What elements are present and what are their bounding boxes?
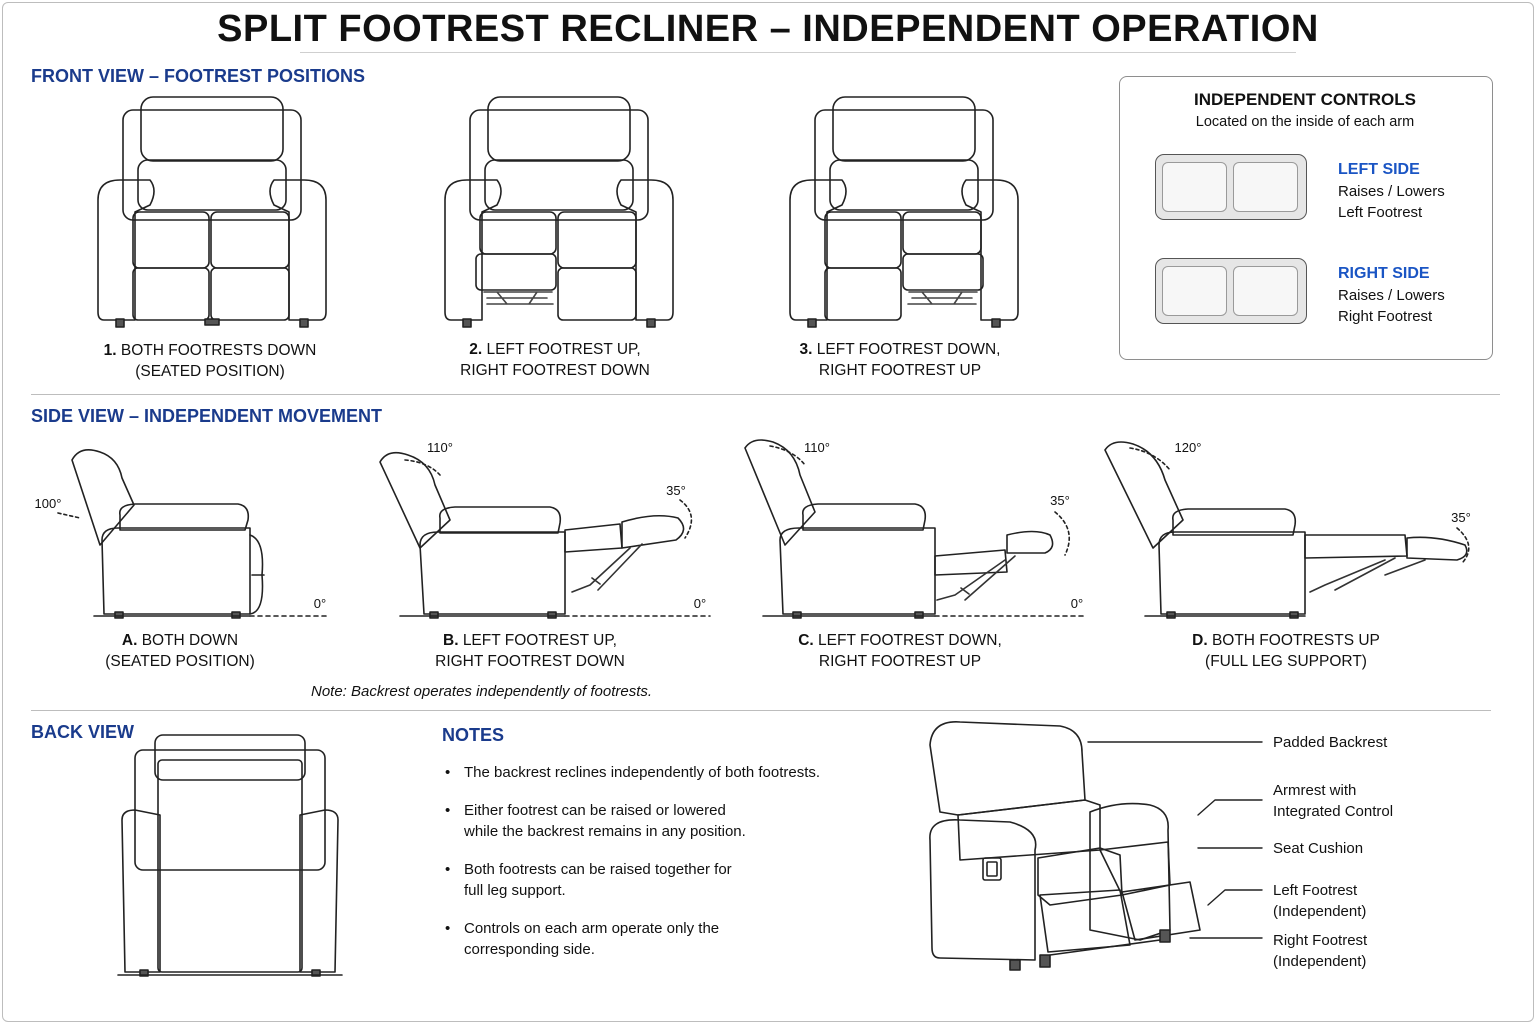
side-caption-a: A. BOTH DOWN(SEATED POSITION) <box>105 632 255 670</box>
side-chair-left-up <box>379 451 711 619</box>
right-footrest-button-inactive[interactable] <box>1233 162 1298 212</box>
side-caption-c: C. LEFT FOOTREST DOWN,RIGHT FOOTREST UP <box>798 632 1002 670</box>
side-chair-both-up <box>1104 441 1470 619</box>
section-title-notes: NOTES <box>442 725 505 745</box>
side-caption-b: B. LEFT FOOTREST UP,RIGHT FOOTREST DOWN <box>435 632 625 670</box>
angle-d-foot: 35° <box>1451 510 1471 525</box>
back-view-chair <box>117 734 343 977</box>
front-chair-left-up <box>444 96 674 328</box>
front-caption-1: 1. BOTH FOOTRESTS DOWN(SEATED POSITION) <box>103 342 317 380</box>
angle-d-back: 120° <box>1174 440 1202 455</box>
left-side-title: LEFT SIDE <box>1338 161 1420 178</box>
angle-c-floor: 0° <box>1070 596 1084 611</box>
note-item: The backrest reclines independently of b… <box>442 762 862 783</box>
page-title: SPLIT FOOTREST RECLINER – INDEPENDENT OP… <box>217 8 1319 50</box>
left-footrest-button-inactive[interactable] <box>1162 266 1227 316</box>
side-caption-d: D. BOTH FOOTRESTS UP(FULL LEG SUPPORT) <box>1192 632 1380 670</box>
perspective-chair <box>929 721 1201 971</box>
notes-list: The backrest reclines independently of b… <box>442 762 862 977</box>
callout-padded-backrest: Padded Backrest <box>1273 734 1388 751</box>
divider-side-back <box>31 710 1491 711</box>
controls-subtitle: Located on the inside of each arm <box>1195 114 1415 130</box>
front-caption-3: 3. LEFT FOOTREST DOWN,RIGHT FOOTREST UP <box>799 341 1001 379</box>
side-chair-both-down <box>57 449 331 619</box>
angle-c-foot: 35° <box>1050 493 1070 508</box>
front-chair-right-up <box>789 96 1019 328</box>
controls-box <box>1119 76 1493 360</box>
callout-seat-cushion: Seat Cushion <box>1273 840 1364 857</box>
section-title-back: BACK VIEW <box>31 722 134 742</box>
section-title-side: SIDE VIEW – INDEPENDENT MOVEMENT <box>31 406 383 426</box>
callout-leaders <box>1087 741 1263 939</box>
front-chair-both-down <box>97 96 327 328</box>
left-control-panel <box>1155 154 1307 220</box>
angle-a-back: 100° <box>34 496 62 511</box>
front-caption-2: 2. LEFT FOOTREST UP,RIGHT FOOTREST DOWN <box>460 341 650 379</box>
divider-front-side <box>31 394 1500 395</box>
callout-right-footrest: Right Footrest(Independent) <box>1273 932 1368 970</box>
angle-b-back: 110° <box>427 440 453 455</box>
right-footrest-button[interactable] <box>1233 266 1298 316</box>
note-item: Controls on each arm operate only thecor… <box>442 918 862 960</box>
angle-a-floor: 0° <box>313 596 327 611</box>
note-item: Both footrests can be raised together fo… <box>442 859 862 901</box>
angle-b-foot: 35° <box>666 483 686 498</box>
right-side-title: RIGHT SIDE <box>1338 265 1430 282</box>
left-footrest-button[interactable] <box>1162 162 1227 212</box>
note-item: Either footrest can be raised or lowered… <box>442 800 862 842</box>
right-control-panel <box>1155 258 1307 324</box>
side-note: Note: Backrest operates independently of… <box>311 683 653 700</box>
section-title-front: FRONT VIEW – FOOTREST POSITIONS <box>31 66 366 86</box>
angle-c-back: 110° <box>804 440 830 455</box>
side-chair-right-up <box>744 439 1086 619</box>
angle-b-floor: 0° <box>693 596 707 611</box>
controls-title: INDEPENDENT CONTROLS <box>1194 90 1416 109</box>
callout-left-footrest: Left Footrest(Independent) <box>1273 882 1367 920</box>
title-divider <box>300 52 1296 53</box>
